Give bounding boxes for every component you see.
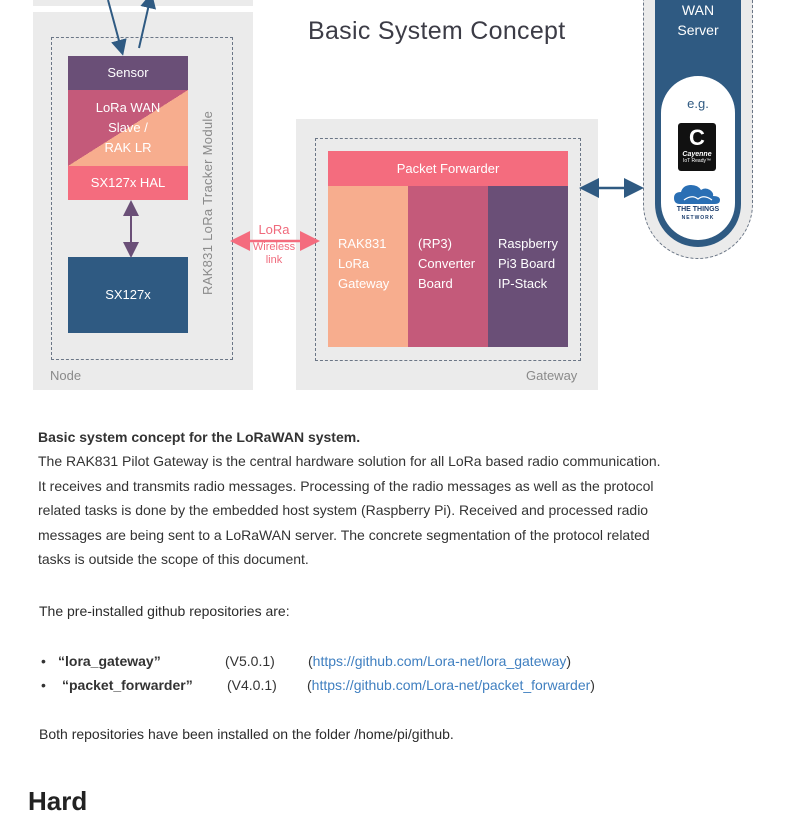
server-label: WAN Server — [655, 0, 741, 40]
sensor-block: Sensor — [68, 56, 188, 90]
next-section-heading: Hard — [28, 786, 88, 816]
repo-item: • “lora_gateway” (V5.0.1) (https://githu… — [41, 653, 571, 669]
ttn-line-1: THE THINGS — [676, 206, 720, 213]
packet-forwarder-block: Packet Forwarder — [328, 151, 568, 186]
gateway-label: Gateway — [526, 368, 578, 383]
caption-line-1: The RAK831 Pilot Gateway is the central … — [38, 453, 661, 469]
col1-line-1: RAK831 — [338, 236, 387, 251]
cayenne-logo: C Cayenne IoT Ready™ — [678, 123, 716, 171]
example-label: e.g. — [687, 96, 709, 111]
sensor-output-arrow — [138, 0, 157, 49]
lorawan-line-1: LoRa WAN — [95, 100, 161, 115]
lora-link-line-3: link — [265, 254, 283, 266]
sx127x-hal-block: SX127x HAL — [68, 166, 188, 200]
col1-line-3: Gateway — [338, 276, 390, 291]
lorawan-slave-block: LoRa WAN Slave / RAK LR — [68, 90, 188, 166]
caption-line-3: related tasks is done by the embedded ho… — [38, 502, 649, 518]
rak831-gateway-column: RAK831 LoRa Gateway — [328, 186, 408, 347]
repo-name: “lora_gateway” — [58, 653, 161, 669]
cayenne-c-icon: C — [689, 125, 705, 150]
repo-link-wrap: (https://github.com/Lora-net/packet_forw… — [307, 677, 595, 693]
repo-paren-open: ( — [307, 677, 312, 693]
caption-line-5: tasks is outside the scope of this docum… — [38, 551, 309, 567]
caption-line-2: It receives and transmits radio messages… — [38, 477, 654, 494]
caption-heading: Basic system concept for the LoRaWAN sys… — [38, 429, 361, 445]
ttn-logo-text: THE THINGS NETWORK — [668, 206, 728, 222]
repo-link-wrap: (https://github.com/Lora-net/lora_gatewa… — [308, 653, 571, 669]
repo-paren-close: ) — [590, 677, 595, 693]
caption-line-4: messages are being sent to a LoRaWAN ser… — [38, 526, 650, 543]
sensor-input-arrow — [107, 0, 127, 56]
repo-version: (V4.0.1) — [227, 677, 277, 693]
col2-line-2: Converter — [418, 256, 476, 271]
repo-paren-close: ) — [566, 653, 572, 669]
col1-line-2: LoRa — [338, 256, 370, 271]
raspberry-pi-column: Raspberry Pi3 Board IP-Stack — [488, 186, 568, 347]
repos-intro: The pre-installed github repositories ar… — [39, 603, 290, 619]
repo-item: • “packet_forwarder” (V4.0.1) (https://g… — [41, 677, 595, 693]
cayenne-sub: IoT Ready™ — [683, 158, 711, 164]
col3-line-3: IP-Stack — [498, 276, 548, 291]
col3-line-2: Pi3 Board — [498, 256, 556, 271]
repo-link[interactable]: https://github.com/Lora-net/lora_gateway — [312, 653, 567, 669]
node-label: Node — [50, 368, 82, 383]
cayenne-name: Cayenne — [682, 151, 712, 158]
ttn-cloud-icon — [674, 185, 720, 204]
repo-paren-open: ( — [308, 653, 313, 669]
repo-version: (V5.0.1) — [225, 653, 275, 669]
col2-line-1: (RP3) — [418, 236, 452, 251]
ttn-line-2: NETWORK — [681, 215, 715, 221]
lorawan-line-3: RAK LR — [104, 140, 152, 155]
lorawan-line-2: Slave / — [108, 120, 148, 135]
converter-board-column: (RP3) Converter Board — [408, 186, 488, 347]
folder-note: Both repositories have been installed on… — [39, 726, 454, 742]
bullet-icon: • — [41, 653, 46, 669]
sx127x-block: SX127x — [68, 257, 188, 333]
col2-line-3: Board — [418, 276, 453, 291]
diagram-title: Basic System Concept — [308, 17, 566, 45]
repo-name: “packet_forwarder” — [62, 677, 193, 693]
repo-link[interactable]: https://github.com/Lora-net/packet_forwa… — [311, 677, 591, 693]
diagram-connectors — [107, 0, 644, 258]
bullet-icon: • — [41, 677, 46, 693]
server-line-1: WAN — [681, 2, 715, 18]
caption-paragraph: The RAK831 Pilot Gateway is the central … — [38, 449, 718, 572]
col3-line-1: Raspberry — [498, 236, 558, 251]
server-line-2: Server — [677, 22, 719, 38]
